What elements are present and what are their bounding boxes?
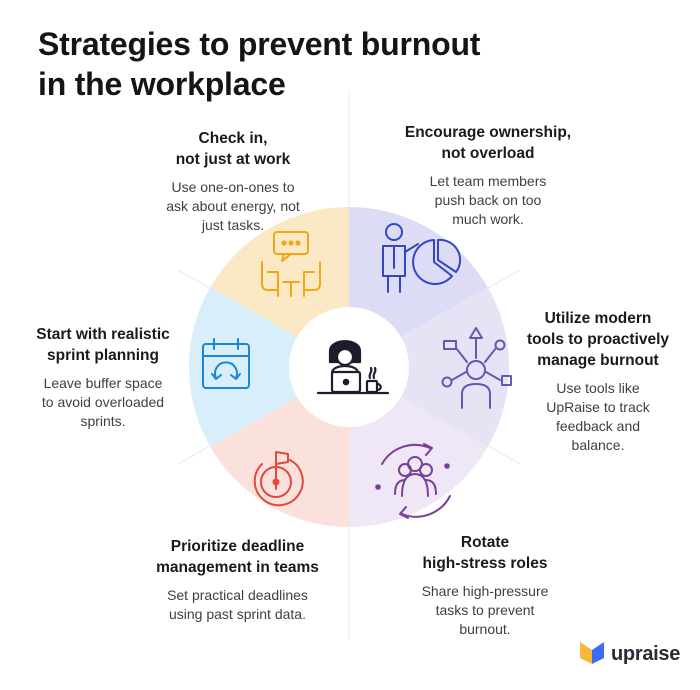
strategy-sprint-planning: Start with realistic sprint planning Lea… <box>8 324 198 431</box>
sector-modern-tools <box>349 287 510 447</box>
strategy-description: Use one-on-ones to ask about energy, not… <box>166 179 300 233</box>
upraise-logo-icon <box>580 642 604 664</box>
strategy-description: Use tools like UpRaise to track feedback… <box>546 380 650 453</box>
strategy-description: Share high-pressure tasks to prevent bur… <box>421 583 549 637</box>
strategy-heading: Rotate high-stress roles <box>422 534 548 572</box>
strategy-heading: Prioritize deadline management in teams <box>156 538 319 576</box>
strategy-heading: Utilize modern tools to proactively mana… <box>526 310 670 369</box>
strategy-check-in: Check in, not just at work Use one-on-on… <box>118 128 348 235</box>
rotate-team-icon <box>375 443 451 519</box>
brand-logo: upraise <box>580 641 680 667</box>
worker-at-desk-icon <box>316 340 390 395</box>
presentation-icon <box>382 223 462 293</box>
strategy-heading: Check in, not just at work <box>175 130 291 168</box>
strategy-ownership: Encourage ownership, not overload Let te… <box>378 122 598 229</box>
brand-name: upraise <box>611 642 681 665</box>
options-icon <box>441 327 512 409</box>
calendar-sprint-icon <box>202 338 250 389</box>
strategy-rotate-roles: Rotate high-stress roles Share high-pres… <box>385 532 585 639</box>
strategy-description: Set practical deadlines using past sprin… <box>167 587 308 622</box>
strategy-deadline: Prioritize deadline management in teams … <box>115 536 360 624</box>
strategy-description: Leave buffer space to avoid overloaded s… <box>41 375 165 429</box>
page-title: Strategies to prevent burnout in the wor… <box>38 26 481 102</box>
strategy-heading: Encourage ownership, not overload <box>404 124 572 162</box>
strategy-description: Let team members push back on too much w… <box>429 173 547 227</box>
meeting-icon <box>261 231 321 297</box>
strategy-heading: Start with realistic sprint planning <box>36 326 170 364</box>
deadline-timer-icon <box>253 451 304 507</box>
sector-sprint-planning <box>188 287 349 447</box>
strategy-modern-tools: Utilize modern tools to proactively mana… <box>500 308 696 455</box>
